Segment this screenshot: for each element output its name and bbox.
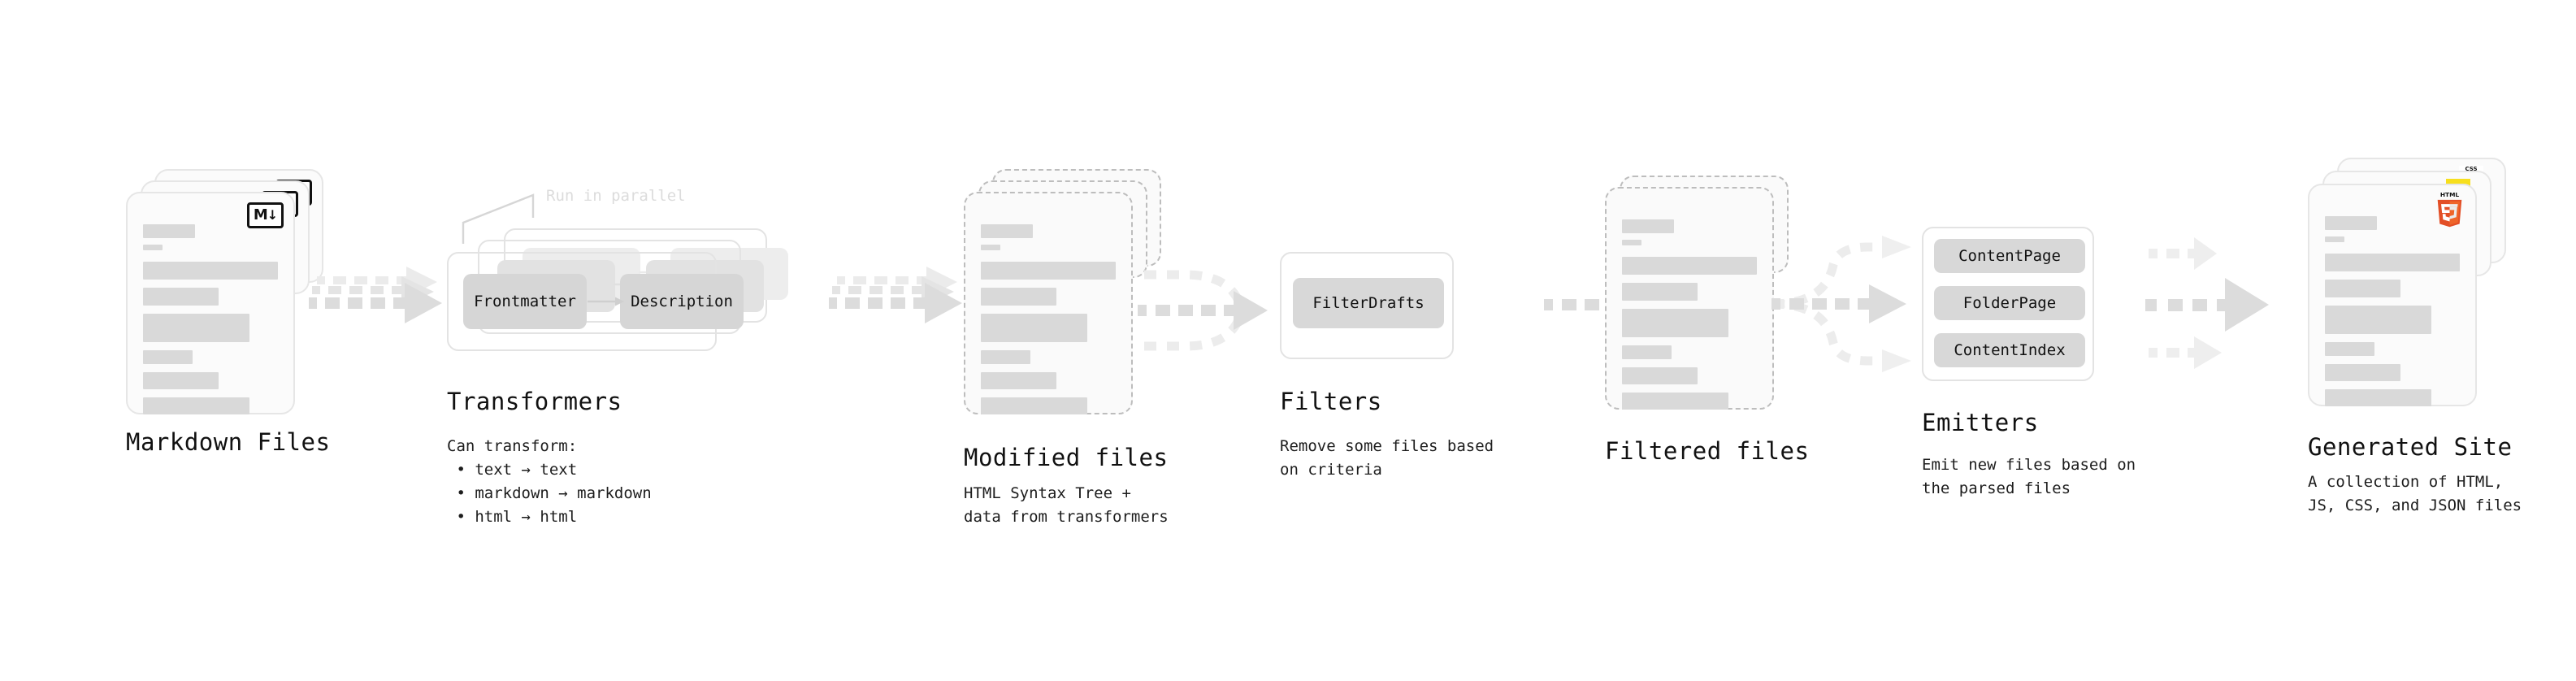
markdown-card-front: M↓ [126,192,295,414]
connector-filtered-to-emitters [1772,236,1911,372]
modified-files-title: Modified files [964,444,1169,471]
modified-card-front [964,192,1133,414]
emitter-node-contentpage[interactable]: ContentPage [1934,239,2085,273]
stage-modified-files: Modified files HTML Syntax Tree + data f… [951,0,1276,681]
transformer-node-frontmatter[interactable]: Frontmatter [463,274,587,329]
emitter-node-contentindex[interactable]: ContentIndex [1934,333,2085,367]
transformer-arrow-front [588,297,624,306]
transformers-title: Transformers [447,388,622,415]
filtered-card-front [1605,187,1774,410]
modified-files-body: HTML Syntax Tree + data from transformer… [964,484,1169,526]
stage-transformers: Run in parallel Frontmatter Description [447,0,829,681]
document-placeholder-lines [2325,216,2460,413]
stage-filters: FilterDrafts Filters Remove some files b… [1280,0,1556,681]
filters-title: Filters [1280,388,1382,415]
run-in-parallel-label: Run in parallel [546,187,686,205]
run-in-parallel-bracket [462,193,535,244]
html5-logo-icon: HTML [2437,191,2462,228]
transformers-body: Can transform: • text → text • markdown … [447,437,652,526]
emitter-node-folderpage[interactable]: FolderPage [1934,286,2085,320]
filtered-files-title: Filtered files [1605,437,1810,465]
site-card-html: HTML [2308,184,2477,406]
stage-markdown-files: M↓ M↓ M↓ [0,0,330,681]
connector-md-to-transformers [309,267,442,323]
connector-transformers-to-modified [829,267,962,323]
filters-body: Remove some files based on criteria [1280,437,1494,479]
emitters-body: Emit new files based on the parsed files [1922,456,2136,497]
markdown-files-title: Markdown Files [126,428,331,456]
connector-emitters-to-site [2145,237,2269,369]
md-badge-letter: M [253,206,268,223]
connector-modified-to-filters [1138,270,1268,351]
stage-generated-site: CSS HTML [2308,0,2576,681]
stage-filtered-files: Filtered files [1597,0,1906,681]
stage-emitters: ContentPage FolderPage ContentIndex Emit… [1922,0,2198,681]
emitters-title: Emitters [1922,409,2039,436]
emitters-box: ContentPage FolderPage ContentIndex [1922,227,2094,381]
svg-text:HTML: HTML [2440,191,2460,198]
markdown-logo-icon: M↓ [247,202,284,228]
document-placeholder-lines [1622,219,1757,416]
transformer-node-description[interactable]: Description [620,274,744,329]
md-badge-arrow: ↓ [267,207,278,223]
generated-site-body: A collection of HTML, JS, CSS, and JSON … [2308,473,2522,514]
generated-site-title: Generated Site [2308,433,2513,461]
filters-box: FilterDrafts [1280,252,1454,359]
filter-node-filterdrafts[interactable]: FilterDrafts [1293,278,1444,328]
document-placeholder-lines [981,224,1116,421]
document-placeholder-lines [143,224,278,421]
